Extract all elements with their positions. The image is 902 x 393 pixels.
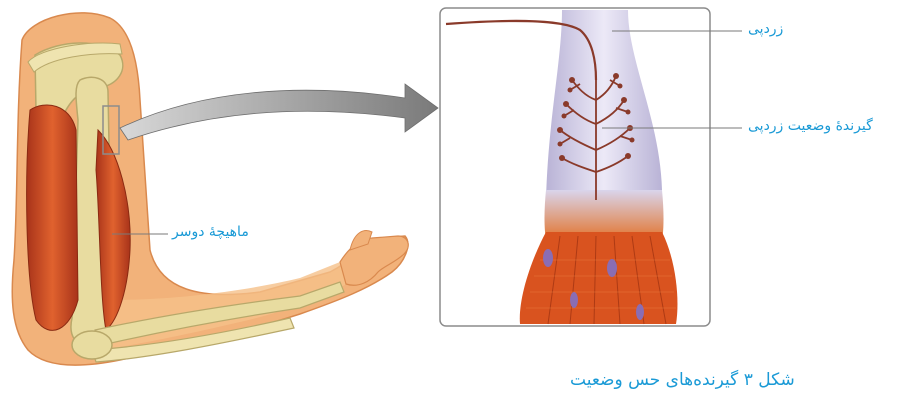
triceps-muscle (27, 105, 78, 330)
elbow-joint (72, 331, 112, 359)
nucleus (570, 292, 578, 308)
nucleus (543, 249, 553, 267)
label-biceps: ماهیچهٔ دوسر (172, 224, 249, 240)
label-tendon: زردپی (748, 21, 783, 37)
figure-caption: شکل ۳ گیرنده‌های حس وضعیت (570, 370, 795, 390)
zoom-arrow (120, 84, 438, 140)
nucleus (636, 304, 644, 320)
arm-illustration (12, 13, 408, 365)
magnified-view (440, 8, 710, 326)
label-tendon-receptor: گیرندهٔ وضعیت زردپی (748, 118, 873, 134)
nucleus (607, 259, 617, 277)
muscle-fibers (520, 232, 678, 324)
